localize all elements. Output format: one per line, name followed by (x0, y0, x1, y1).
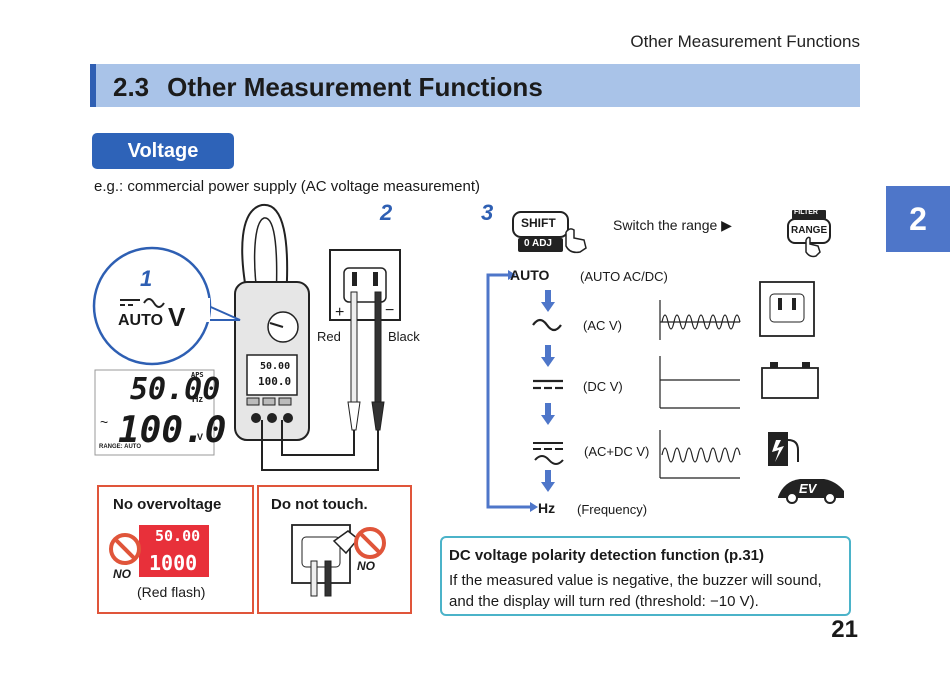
overvoltage-lcd-main: 50.00 (155, 527, 201, 545)
warning-overvoltage-title: No overvoltage (113, 496, 222, 513)
warning-overvoltage: No overvoltage 50.00 1000 NO (Red flash) (97, 485, 254, 614)
probe-plus: + (335, 304, 345, 321)
running-head: Other Measurement Functions (630, 32, 860, 51)
section-header: 2.3 Other Measurement Functions (90, 64, 860, 107)
callout-auto: AUTO (118, 312, 164, 329)
ev-label: EV (799, 481, 817, 496)
mode-acdc-desc: (AC+DC V) (584, 444, 650, 459)
info-body: If the measured value is negative, the b… (449, 570, 822, 612)
lcd-main-value: 50.00 (130, 372, 221, 407)
lcd-aps: APS (191, 371, 204, 379)
info-title: DC voltage polarity detection function (… (449, 547, 765, 564)
warning-no-touch-title: Do not touch. (271, 496, 368, 513)
section-number: 2.3 (113, 72, 150, 102)
info-line-1: If the measured value is negative, the b… (449, 572, 822, 589)
mode-hz-desc: (Frequency) (577, 502, 648, 517)
step-three: 3 (481, 200, 494, 225)
chapter-tab[interactable]: 2 (886, 186, 950, 252)
page-number: 21 (831, 616, 858, 643)
voltage-pill: Voltage (92, 133, 234, 169)
overvoltage-lcd-sub: 1000 (149, 551, 198, 575)
overvoltage-caption: (Red flash) (137, 584, 206, 600)
step-two: 2 (380, 200, 393, 225)
zero-adj-key: 0 ADJ (524, 238, 552, 249)
step-one: 1 (140, 266, 153, 291)
range-key: RANGE (791, 225, 828, 236)
probe-label-black: Black (388, 329, 420, 344)
mode-acv-desc: (AC V) (583, 318, 622, 333)
warning-no-touch: Do not touch. NO (257, 485, 412, 614)
section-title-text: Other Measurement Functions (167, 72, 543, 102)
mode-auto-label: AUTO (510, 267, 550, 283)
lcd-main-unit: Hz (192, 394, 203, 404)
info-line-2: and the display will turn red (threshold… (449, 593, 759, 610)
filter-key: FILTER (794, 209, 818, 216)
polarity-info-box: DC voltage polarity detection function (… (440, 536, 851, 616)
probe-minus: − (385, 302, 395, 319)
meter-display-sub: 100.0 (258, 375, 292, 388)
probe-label-red: Red (317, 329, 341, 344)
lcd-ac-mark: ~ (100, 414, 109, 430)
section-bar-edge (90, 64, 96, 107)
shift-key: SHIFT (521, 216, 556, 230)
clamp-meter-illustration (234, 203, 310, 441)
callout-unit: V (168, 302, 186, 332)
no-touch-illustration (291, 524, 386, 597)
meter-display-main: 50.00 (260, 361, 291, 372)
no-touch-no: NO (357, 559, 375, 573)
mode-hz-label: Hz (538, 500, 556, 516)
overvoltage-no: NO (113, 567, 131, 581)
lcd-range: RANGE: AUTO (99, 444, 141, 450)
mode-dcv-desc: (DC V) (583, 379, 623, 394)
switch-range-text: Switch the range ▶ (613, 217, 732, 233)
lcd-secondary-unit: V (197, 432, 204, 442)
lcd-secondary-value: 100.0 (118, 410, 227, 451)
example-text: e.g.: commercial power supply (AC voltag… (94, 178, 480, 195)
overvoltage-illustration (109, 525, 209, 577)
section-title: 2.3 Other Measurement Functions (113, 72, 561, 103)
mode-auto-desc: (AUTO AC/DC) (580, 269, 668, 284)
